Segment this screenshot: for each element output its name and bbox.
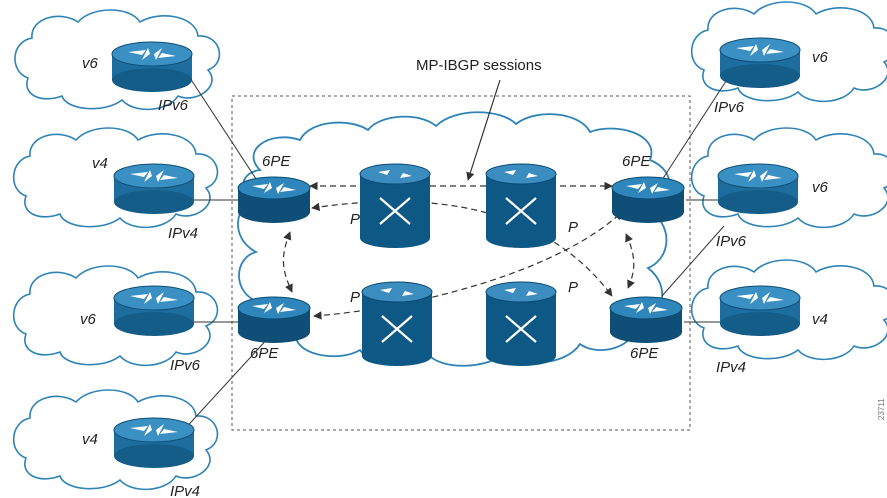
pe-router-top-left xyxy=(237,176,311,223)
session-right-vertical xyxy=(625,233,635,289)
ce-router-left-1 xyxy=(111,41,193,92)
site-proto-right-1: IPv6 xyxy=(714,99,745,116)
pe-label-bottom-left: 6PE xyxy=(250,345,279,362)
p-label-3: P xyxy=(350,289,360,306)
site-proto-left-2: IPv4 xyxy=(168,225,198,242)
core-router-p3 xyxy=(361,281,433,366)
core-routers xyxy=(359,163,557,366)
access-links xyxy=(181,77,729,433)
ce-router-right-3 xyxy=(719,285,801,336)
core-router-p1 xyxy=(359,163,431,248)
core-router-p4 xyxy=(485,281,557,366)
site-proto-left-3: IPv6 xyxy=(170,357,201,374)
site-net-left-2: v4 xyxy=(92,155,108,172)
session-diagonal-b xyxy=(313,211,623,320)
site-net-right-2: v6 xyxy=(812,179,829,196)
site-net-right-1: v6 xyxy=(812,49,829,66)
link-left-4 xyxy=(181,335,271,433)
pe-router-bottom-left xyxy=(237,296,311,343)
ce-router-left-3 xyxy=(113,285,195,336)
site-net-left-4: v4 xyxy=(82,431,98,448)
p-label-1: P xyxy=(350,211,360,228)
pe-router-top-right xyxy=(611,176,685,223)
title-pointer-arrow xyxy=(466,79,501,181)
ce-router-right-2 xyxy=(717,163,799,214)
figure-id-mark: 23711 xyxy=(877,398,886,420)
link-right-1 xyxy=(661,77,729,181)
pe-label-top-left: 6PE xyxy=(262,153,291,170)
site-net-left-1: v6 xyxy=(82,55,99,72)
ce-router-left-4 xyxy=(113,417,195,468)
pe-label-top-right: 6PE xyxy=(622,153,651,170)
pe-router-bottom-right xyxy=(609,296,683,343)
core-router-p2 xyxy=(485,163,557,248)
pe-routers xyxy=(237,176,685,343)
p-label-2: P xyxy=(568,219,578,236)
site-net-right-3: v4 xyxy=(812,311,828,328)
link-right-3 xyxy=(661,225,725,297)
site-proto-left-4: IPv4 xyxy=(170,483,200,498)
session-left-vertical xyxy=(282,231,293,293)
mp-ibgp-boundary xyxy=(231,95,691,431)
customer-routers xyxy=(111,37,801,468)
p-label-4: P xyxy=(568,279,578,296)
ce-router-left-2 xyxy=(113,163,195,214)
site-proto-right-3: IPv4 xyxy=(716,359,746,376)
ce-router-right-1 xyxy=(719,37,801,88)
pe-label-bottom-right: 6PE xyxy=(630,345,659,362)
link-left-1 xyxy=(189,77,263,189)
site-net-left-3: v6 xyxy=(80,311,97,328)
diagram-title: MP-IBGP sessions xyxy=(416,57,542,74)
site-proto-left-1: IPv6 xyxy=(158,97,189,114)
site-proto-right-2: IPv6 xyxy=(716,233,747,250)
